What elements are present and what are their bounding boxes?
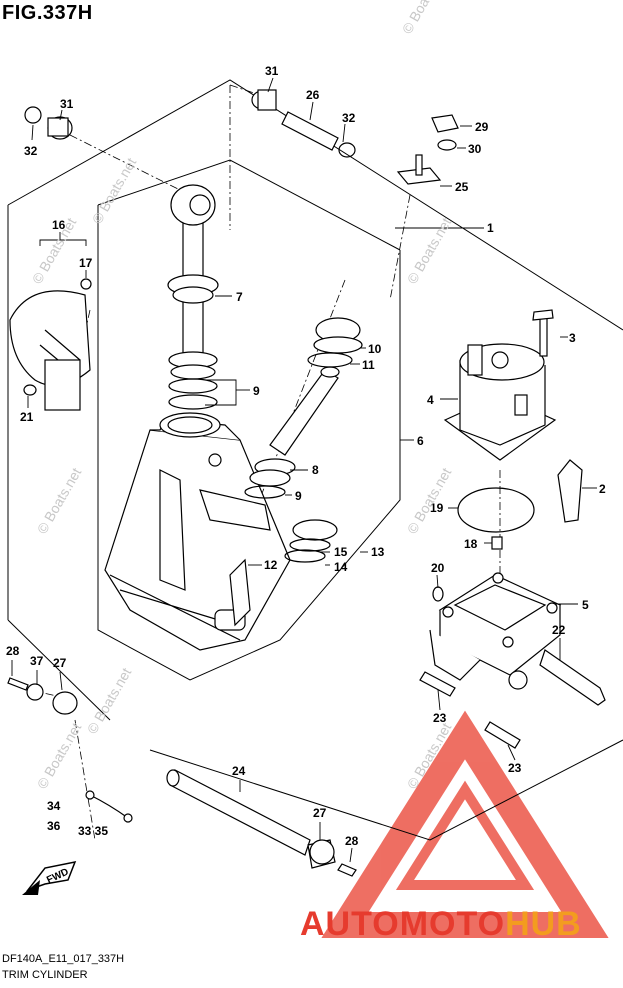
label-19: 19: [430, 501, 444, 515]
label-28-left: 28: [6, 644, 20, 658]
watermark-text: © Boats.net: [404, 465, 455, 537]
figure-title: FIG.337H: [2, 2, 93, 24]
label-9-bottom: 9: [295, 489, 302, 503]
tilt-piston: [229, 317, 363, 627]
leader-lines: [11, 77, 597, 863]
model-code: DF140A_E11_017_337H: [2, 953, 125, 965]
trim-motor: [443, 343, 557, 461]
label-7: 7: [236, 290, 243, 304]
label-31-left: 31: [60, 97, 74, 111]
watermarks: © Boats.net © Boats.net © Boats.net © Bo…: [29, 0, 455, 792]
o-ring-19: [457, 487, 535, 533]
label-3: 3: [569, 331, 576, 345]
label-1: 1: [487, 221, 494, 235]
fwd-arrow-icon: FWD: [22, 860, 77, 895]
brand-part1: AUTOMOTO: [300, 905, 506, 943]
label-23-bottom: 23: [508, 761, 522, 775]
label-27-bottom: 27: [313, 806, 327, 820]
label-14: 14: [334, 560, 348, 574]
label-9-top: 9: [253, 384, 260, 398]
watermark-text: © Boats.net: [34, 465, 85, 537]
cylinder-body: [104, 412, 291, 651]
label-26: 26: [306, 88, 320, 102]
label-27-left: 27: [53, 656, 67, 670]
top-pin-group: [24, 89, 356, 158]
label-20: 20: [431, 561, 445, 575]
cover-16: [9, 278, 92, 411]
label-24: 24: [232, 764, 246, 778]
label-36: 36: [47, 819, 61, 833]
label-12: 12: [264, 558, 278, 572]
label-33-35: 33 35: [78, 824, 108, 838]
label-6: 6: [417, 434, 424, 448]
label-22: 22: [552, 623, 566, 637]
label-4: 4: [427, 393, 434, 407]
label-21: 21: [20, 410, 34, 424]
label-34: 34: [47, 799, 61, 813]
label-11: 11: [362, 358, 375, 372]
label-10: 10: [368, 342, 382, 356]
watermark-text: © Boats.net: [399, 0, 450, 37]
bottom-parts: [7, 677, 357, 877]
pump-base: [429, 572, 562, 690]
label-16: 16: [52, 218, 66, 232]
watermark-text: © Boats.net: [34, 720, 85, 792]
watermark-text: © Boats.net: [404, 215, 455, 287]
brand-wordmark: AUTOMOTOHUB: [300, 905, 582, 945]
label-30: 30: [468, 142, 482, 156]
label-15: 15: [334, 545, 348, 559]
label-18: 18: [464, 537, 478, 551]
label-31-top: 31: [265, 64, 279, 78]
label-13: 13: [371, 545, 385, 559]
label-25: 25: [455, 180, 469, 194]
label-32-left: 32: [24, 144, 38, 158]
figure-caption: TRIM CYLINDER: [2, 969, 88, 981]
piston-rod: [167, 184, 219, 410]
label-2: 2: [599, 482, 606, 496]
label-37: 37: [30, 654, 44, 668]
label-32-top: 32: [342, 111, 356, 125]
brand-triangle-logo: [321, 710, 609, 938]
part-labels: 31 26 32 31 32 29 30 25 1 16 17 7 3 10 1…: [6, 64, 606, 848]
brand-part2: HUB: [505, 905, 582, 943]
label-8: 8: [312, 463, 319, 477]
label-5: 5: [582, 598, 589, 612]
label-23-top: 23: [433, 711, 447, 725]
label-17: 17: [79, 256, 93, 270]
watermark-text: © Boats.net: [89, 155, 140, 227]
label-28-bottom: 28: [345, 834, 359, 848]
label-29: 29: [475, 120, 489, 134]
watermark-text: © Boats.net: [84, 665, 135, 737]
small-hardware: [396, 114, 606, 749]
